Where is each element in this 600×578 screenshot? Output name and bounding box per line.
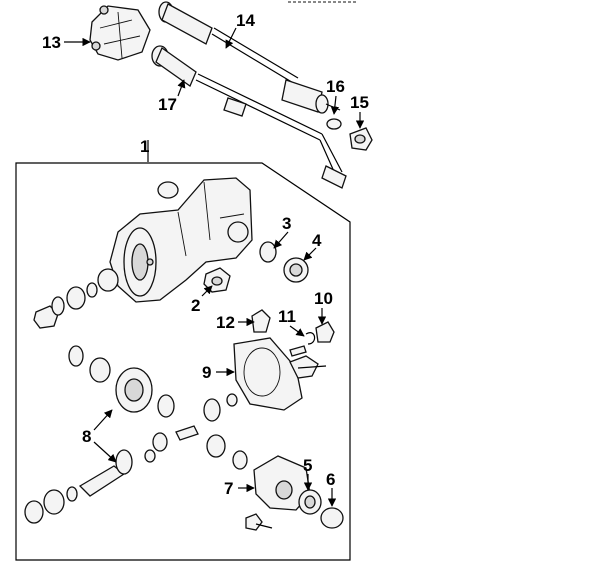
callout-8: 8 xyxy=(82,427,91,446)
pinion-gear-part xyxy=(78,449,133,497)
bearing-part-5 xyxy=(298,489,322,515)
pin-part xyxy=(289,345,307,357)
callout-13: 13 xyxy=(42,33,61,52)
breather-part-12 xyxy=(251,309,271,333)
callout-7: 7 xyxy=(224,479,233,498)
callout-10: 10 xyxy=(314,289,333,308)
callout-11: 11 xyxy=(278,307,296,326)
callout-17: 17 xyxy=(158,95,177,114)
seal-part-3 xyxy=(259,241,277,263)
assembly-frame xyxy=(15,162,351,561)
callout-9: 9 xyxy=(202,363,211,382)
bolt-part xyxy=(245,513,273,531)
axle-shaft-upper-part xyxy=(158,1,341,114)
callout-leaders xyxy=(64,27,365,507)
pinion-washer-stack xyxy=(33,268,119,329)
callout-3: 3 xyxy=(282,214,291,233)
mount-bracket-part xyxy=(89,5,151,61)
callout-16: 16 xyxy=(326,77,345,96)
callout-5: 5 xyxy=(303,456,312,475)
bearing-part-4 xyxy=(283,257,309,283)
differential-housing-part xyxy=(109,177,253,303)
spider-gears xyxy=(144,393,248,470)
callout-12: 12 xyxy=(216,313,235,332)
small-ring-part xyxy=(326,118,342,130)
axle-shaft-lower-part xyxy=(151,45,347,189)
clip-part-11 xyxy=(305,332,316,345)
callout-6: 6 xyxy=(326,470,335,489)
nut-part-2 xyxy=(203,267,231,293)
callout-2: 2 xyxy=(191,296,200,315)
bushing-part xyxy=(349,127,373,151)
callout-14: 14 xyxy=(236,11,255,30)
seal-part-6 xyxy=(320,507,344,529)
plug-part-10 xyxy=(315,321,335,343)
callout-15: 15 xyxy=(350,93,369,112)
differential-case-part-7 xyxy=(253,455,311,511)
rear-cover-part-9 xyxy=(233,337,327,411)
callout-4: 4 xyxy=(312,231,322,250)
callout-1: 1 xyxy=(140,137,149,156)
ring-gear-part xyxy=(68,345,153,413)
lower-bearing-stack xyxy=(24,486,78,524)
